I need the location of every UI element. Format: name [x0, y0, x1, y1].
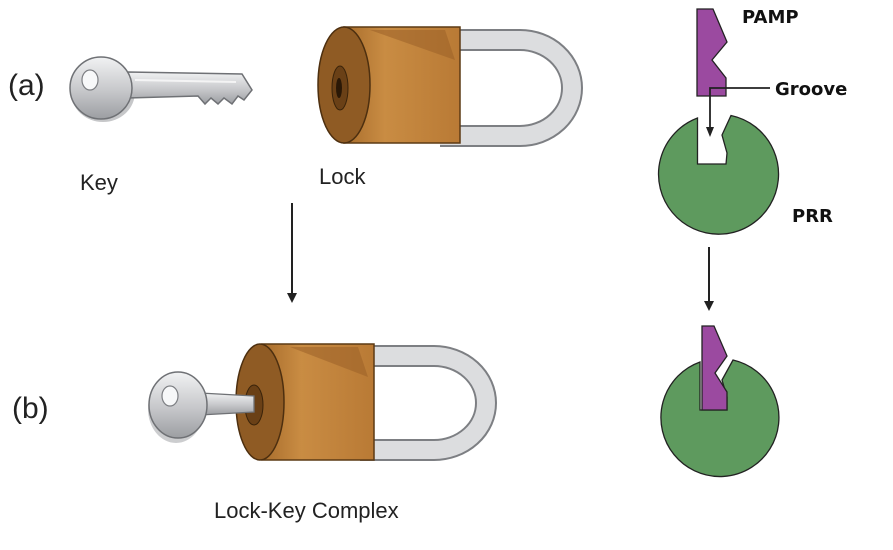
- panel-b-label: (b): [12, 392, 49, 425]
- pamp-prr-complex: [660, 325, 780, 478]
- pamp-label: PAMP: [742, 7, 799, 28]
- prr-label: PRR: [792, 206, 833, 227]
- key-label: Key: [80, 170, 118, 195]
- groove-label: Groove: [775, 79, 847, 100]
- prr-receptor: [657, 114, 780, 235]
- lock-key-complex-label: Lock-Key Complex: [214, 498, 399, 523]
- pamp-shape: [696, 8, 728, 97]
- lock-label: Lock: [319, 164, 366, 189]
- lock-key-complex-illustration: [148, 343, 498, 461]
- lock-illustration: [317, 26, 584, 147]
- key-illustration: [69, 56, 253, 122]
- panel-a-label: (a): [8, 69, 45, 102]
- groove-pointer: [709, 87, 770, 133]
